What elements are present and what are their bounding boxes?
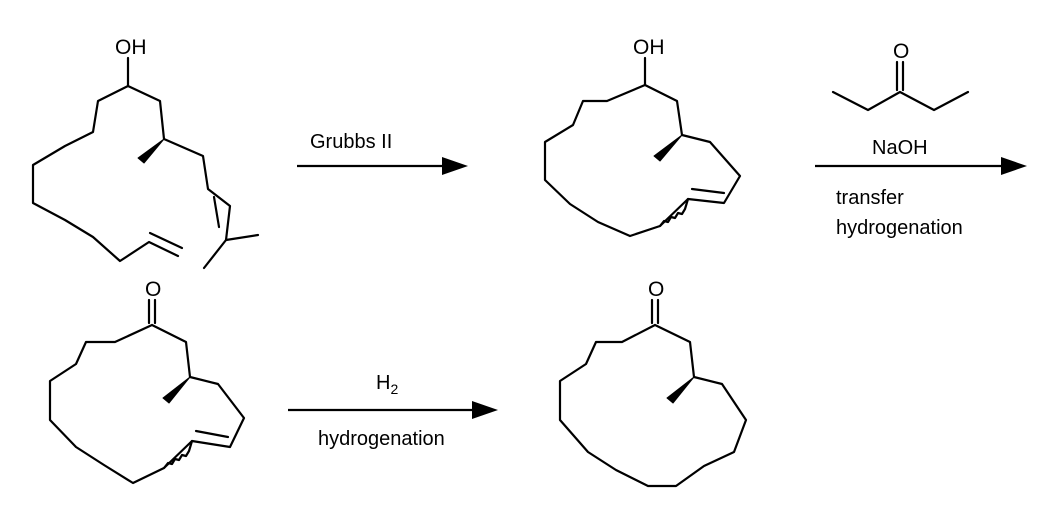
step-2-description-line-2: hydrogenation [836, 217, 963, 239]
compound-1-chain-left [31, 84, 180, 263]
compound-2-methyl-wedge [653, 134, 683, 162]
step-3-description: hydrogenation [318, 428, 445, 450]
reaction-arrow-2: NaOH transfer hydrogenation [815, 137, 1027, 239]
compound-1-diene-alcohol: OH [31, 36, 260, 270]
reaction-arrow-1-head [442, 157, 468, 175]
compound-3-methyl-wedge [162, 376, 191, 404]
compound-3-unsaturated-ketone: O [48, 278, 246, 485]
reagent-hydrogen-subscript: 2 [390, 381, 398, 397]
compound-1-gem-methyl [202, 238, 228, 270]
reagent-naoh: NaOH [872, 137, 928, 159]
reaction-arrow-1: Grubbs II [297, 131, 468, 175]
reagent-hydrogen: H2 [376, 372, 398, 397]
reaction-arrow-2-head [1001, 157, 1027, 175]
reaction-arrow-3-head [472, 401, 498, 419]
compound-2-hydroxyl-label: OH [633, 36, 665, 59]
compound-2-ez-wavy-bond [658, 197, 690, 228]
compound-4-saturated-ketone: O [558, 278, 748, 488]
compound-4-oxygen-label: O [648, 278, 664, 301]
compound-3-oxygen-label: O [145, 278, 161, 301]
compound-1-hydroxyl-label: OH [115, 36, 147, 59]
step-2-description-line-1: transfer [836, 187, 904, 209]
reaction-arrow-3: H2 hydrogenation [288, 372, 498, 450]
compound-4-ring [558, 323, 748, 488]
pentanone-skeleton [831, 90, 970, 112]
compound-3-ring [48, 323, 246, 485]
compound-3-ez-wavy-bond [162, 439, 194, 470]
compound-2-ring-alkene-inner [690, 187, 726, 195]
compound-2-ring [543, 83, 742, 238]
compound-1-terminal-alkene-inner [148, 231, 184, 250]
pentanone-oxygen-label: O [893, 40, 909, 63]
compound-1-chain-right [126, 84, 260, 242]
reagent-grubbs-ii: Grubbs II [310, 131, 392, 153]
reagent-3-pentanone: O [831, 40, 970, 112]
compound-2-macrocyclic-alcohol: OH [543, 36, 742, 238]
compound-4-methyl-wedge [666, 376, 695, 404]
compound-1-trisubstituted-alkene-inner [212, 195, 221, 229]
compound-3-ring-alkene-inner [194, 429, 230, 439]
compound-1-methyl-wedge [137, 138, 165, 164]
reagent-hydrogen-main: H [376, 372, 390, 394]
